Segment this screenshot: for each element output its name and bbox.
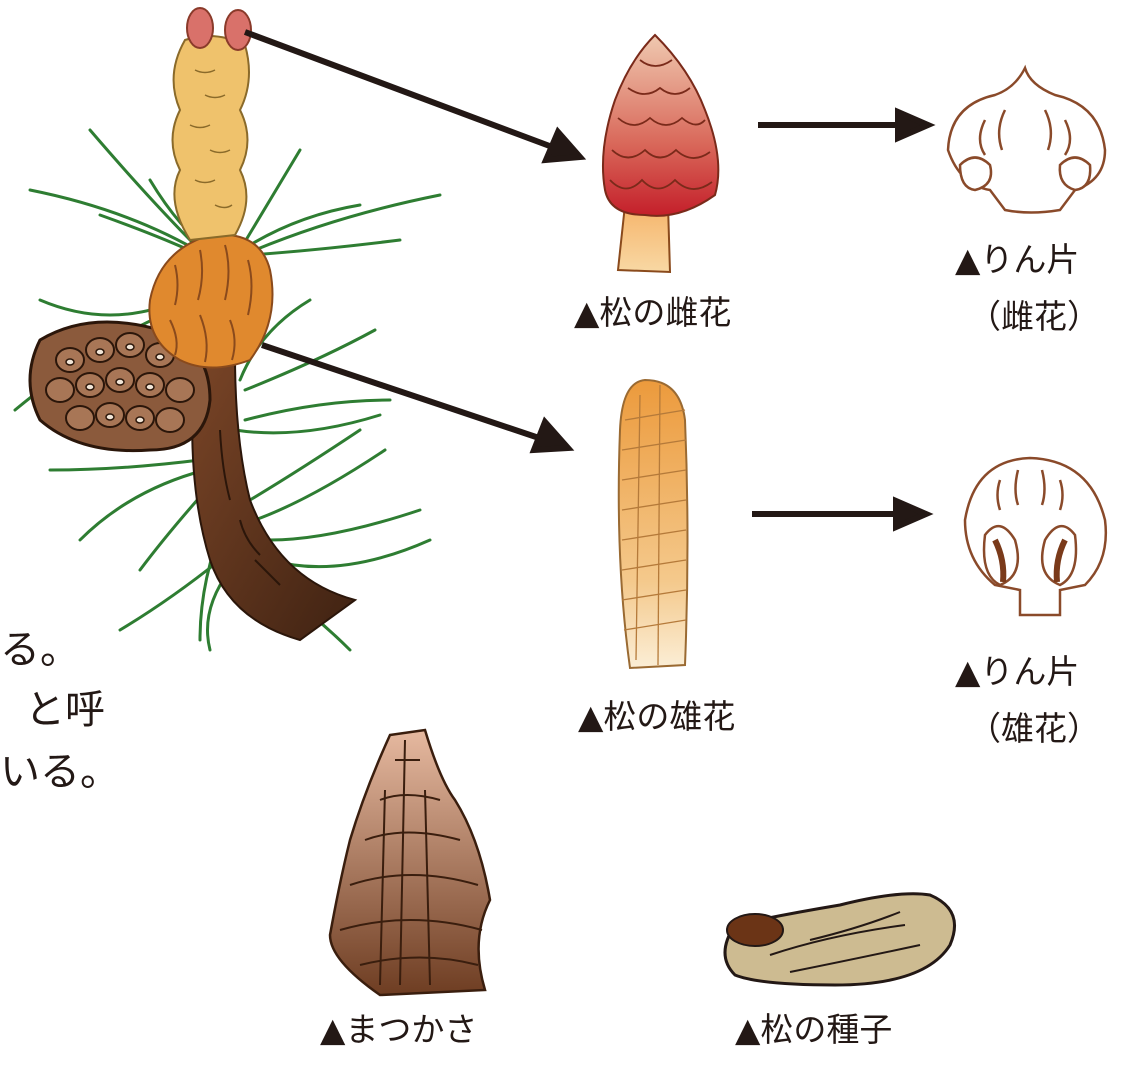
label-male-flower: ▲松の雄花 — [578, 700, 735, 733]
body-text-line-1: る。 — [0, 630, 80, 670]
label-female-flower: ▲松の雌花 — [574, 296, 731, 329]
pine-cone-illustration — [330, 730, 490, 995]
pine-branch — [15, 8, 440, 650]
branch-male-flowers — [149, 234, 272, 367]
female-scale-illustration — [948, 68, 1105, 213]
female-flower-illustration — [603, 35, 718, 272]
male-flower-illustration — [619, 380, 688, 668]
pine-seed-illustration — [725, 894, 955, 985]
branch-stem — [192, 355, 355, 640]
branch-female-spike — [173, 8, 252, 240]
male-scale-illustration — [965, 458, 1106, 615]
body-text-line-3: いる。 — [0, 752, 120, 792]
label-pine-seed: ▲松の種子 — [735, 1013, 892, 1046]
label-scale-female: ▲りん片 — [955, 243, 1079, 276]
arrows — [245, 32, 928, 527]
label-scale-male-note: （雄花） — [968, 712, 1100, 745]
label-scale-male: ▲りん片 — [955, 655, 1079, 688]
label-scale-female-note: （雌花） — [968, 300, 1100, 333]
label-pine-cone: ▲まつかさ — [320, 1013, 477, 1046]
body-text-line-2: と呼 — [25, 690, 105, 730]
